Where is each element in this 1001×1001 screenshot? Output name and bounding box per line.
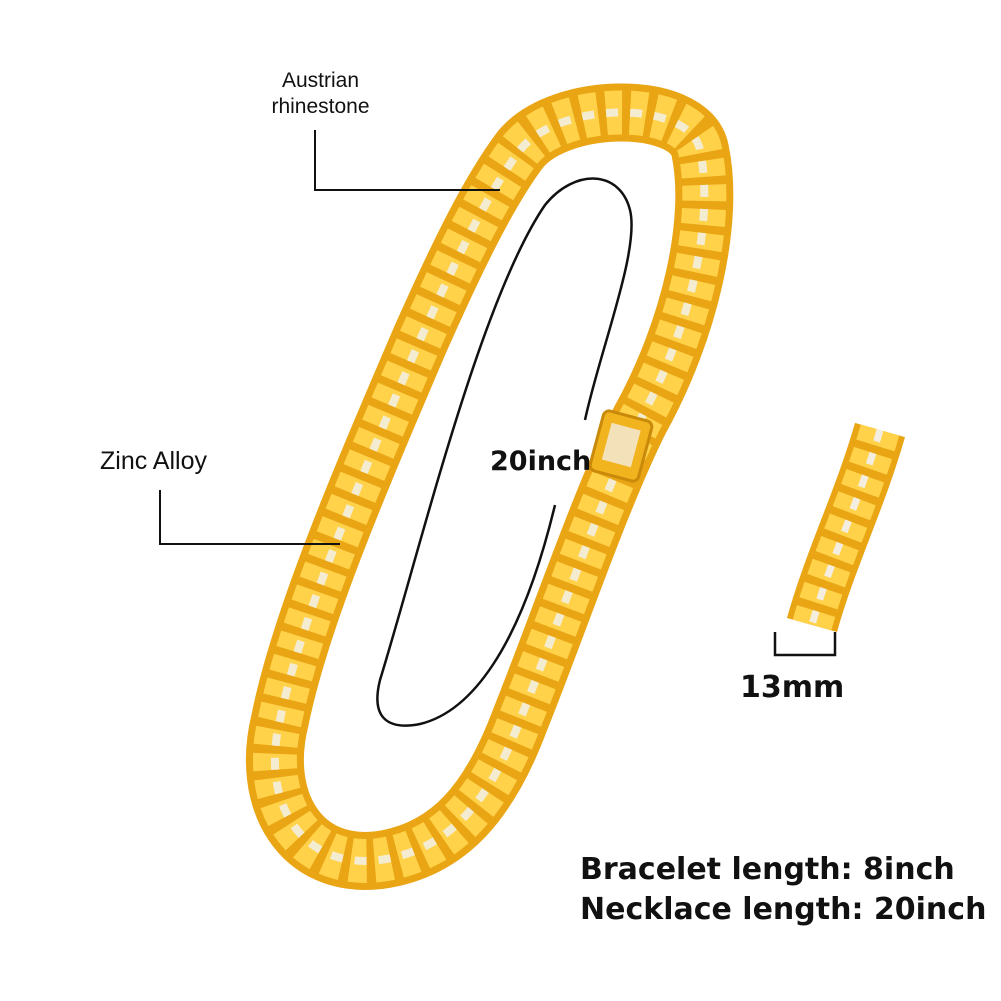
width-dimension-label: 13mm	[740, 670, 845, 705]
rhinestone-label-line2: rhinestone	[271, 95, 370, 118]
zinc-alloy-label: Zinc Alloy	[100, 447, 207, 475]
necklace-dimension-label: 20inch	[490, 446, 592, 477]
width-bracket	[773, 632, 837, 657]
rhinestone-callout-line	[314, 130, 500, 191]
specs: Bracelet length: 8inch Necklace length: …	[580, 850, 986, 930]
bracelet-length: Bracelet length: 8inch	[580, 852, 955, 887]
rhinestone-callout: Austrian rhinestone	[258, 68, 383, 120]
rhinestone-label-line1: Austrian	[281, 69, 360, 92]
zinc-callout-line	[159, 490, 340, 545]
measurement-loop	[376, 177, 633, 727]
necklace-length: Necklace length: 20inch	[580, 892, 987, 927]
